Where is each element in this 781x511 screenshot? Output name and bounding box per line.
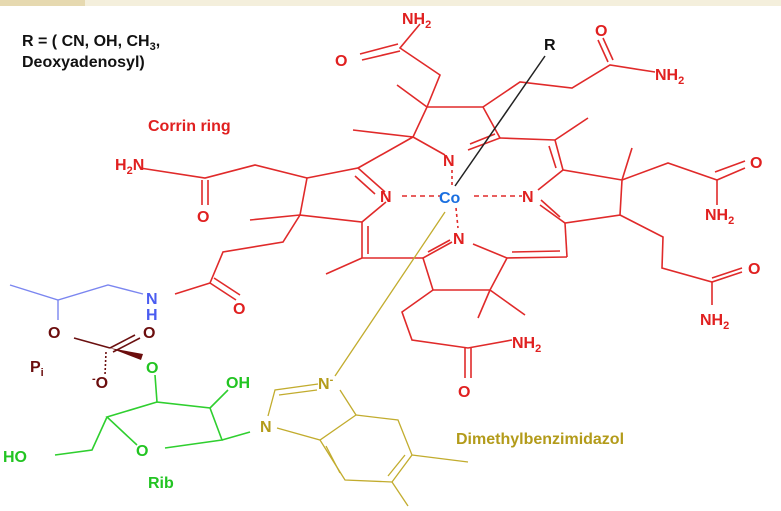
phosphate-o-atom: O xyxy=(48,325,60,342)
dmb-nminus-atom: N- xyxy=(318,374,334,393)
svg-text:NH2: NH2 xyxy=(700,312,729,332)
ribose-oh: OH xyxy=(226,375,250,392)
nh-h-atom: H xyxy=(146,307,158,324)
svg-text:N: N xyxy=(522,189,534,206)
svg-text:H2N: H2N xyxy=(115,157,144,177)
ribose-label: Rib xyxy=(148,475,174,492)
svg-text:O: O xyxy=(750,155,762,172)
svg-text:O: O xyxy=(233,301,245,318)
phosphate-bonds xyxy=(73,334,143,376)
aminopropanol-bonds xyxy=(9,284,144,320)
cobalt-atom: Co xyxy=(439,190,461,207)
nh-atom: N xyxy=(146,291,158,308)
ribose-o-atom: O xyxy=(146,360,158,377)
r-label: R xyxy=(544,37,556,54)
svg-text:O: O xyxy=(197,209,209,226)
dmb-n-atom: N xyxy=(260,419,272,436)
dimethylbenzimidazol-label: Dimethylbenzimidazol xyxy=(456,431,624,448)
svg-text:NH2: NH2 xyxy=(402,11,431,31)
r-bond xyxy=(454,55,546,187)
dmb-bonds xyxy=(267,211,469,507)
ribose-ring-o: O xyxy=(136,443,148,460)
top-band xyxy=(0,0,781,6)
svg-text:O: O xyxy=(595,23,607,40)
svg-text:NH2: NH2 xyxy=(705,207,734,227)
r-definition-line2: Deoxyadenosyl) xyxy=(22,54,145,71)
svg-text:NH2: NH2 xyxy=(655,67,684,87)
svg-text:O: O xyxy=(458,384,470,401)
corrin-ring-label: Corrin ring xyxy=(148,118,231,135)
svg-text:O: O xyxy=(748,261,760,278)
corrin-atoms: N N N N O NH2 O NH2 H2N O O NH2 O NH2 NH… xyxy=(115,11,762,401)
phosphate-o-atom: O xyxy=(143,325,155,342)
ribose-ho: HO xyxy=(3,449,27,466)
phosphate-label: Pi xyxy=(30,359,44,379)
phosphate-ominus-atom: -O xyxy=(92,373,108,392)
svg-text:N: N xyxy=(453,231,465,248)
svg-text:N: N xyxy=(380,189,392,206)
corrin-bonds xyxy=(139,23,746,378)
r-definition-line1: R = ( CN, OH, CH3, xyxy=(22,33,160,53)
svg-text:N: N xyxy=(443,153,455,170)
ribose-bonds xyxy=(54,374,251,456)
svg-text:NH2: NH2 xyxy=(512,335,541,355)
svg-text:O: O xyxy=(335,53,347,70)
